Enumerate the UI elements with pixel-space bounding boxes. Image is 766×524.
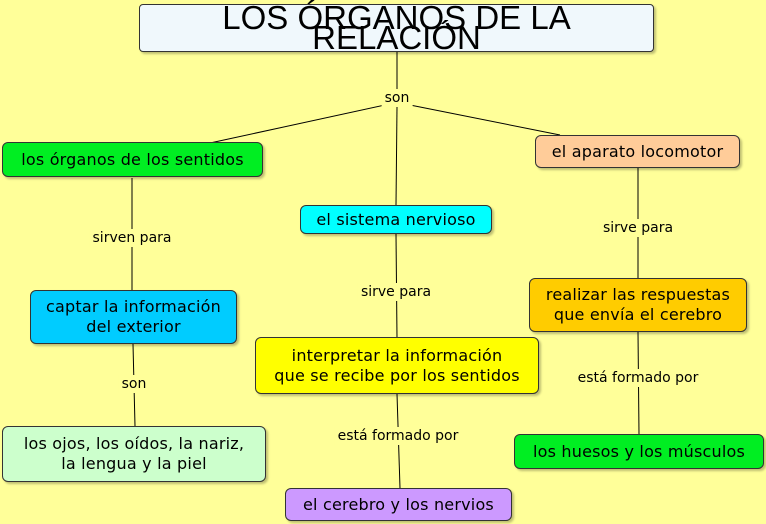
- link-label-senses-parts: son: [118, 375, 150, 393]
- node-senses: los órganos de los sentidos: [2, 142, 263, 177]
- link-label-nervous-purpose: sirve para: [357, 283, 435, 301]
- line-son-loco: [409, 104, 561, 136]
- link-label-son: son: [381, 89, 413, 107]
- respond-line-1: realizar las respuestas: [545, 285, 731, 304]
- interpret-line-2: que se recibe por los sentidos: [274, 365, 520, 385]
- link-label-loco-parts: está formado por: [574, 369, 702, 387]
- node-capture-info: captar la información del exterior: [30, 290, 237, 344]
- organs-line-2: la lengua y la piel: [61, 454, 207, 473]
- link-label-nervous-parts: está formado por: [334, 427, 462, 445]
- capture-line-1: captar la información: [46, 297, 221, 316]
- interpret-line-1: interpretar la información: [291, 345, 503, 365]
- node-sense-organs: los ojos, los oídos, la nariz, la lengua…: [2, 426, 266, 482]
- link-label-senses-purpose: sirven para: [89, 229, 175, 247]
- node-responses: realizar las respuestas que envía el cer…: [529, 278, 747, 332]
- node-bones-muscles: los huesos y los músculos: [514, 434, 764, 469]
- line-son-senses: [209, 104, 386, 144]
- line-son-nervous: [395, 106, 398, 206]
- node-nervous-system: el sistema nervioso: [300, 205, 492, 234]
- map-title: LOS ÓRGANOS DE LA RELACIÓN: [139, 1, 654, 54]
- node-interpret-info: interpretar la información que se recibe…: [255, 337, 539, 394]
- node-locomotor: el aparato locomotor: [535, 135, 740, 168]
- capture-line-2: del exterior: [86, 317, 181, 336]
- organs-line-1: los ojos, los oídos, la nariz,: [23, 434, 245, 453]
- respond-line-2: que envía el cerebro: [553, 305, 723, 324]
- link-label-loco-purpose: sirve para: [599, 219, 677, 237]
- node-brain-nerves: el cerebro y los nervios: [285, 488, 512, 521]
